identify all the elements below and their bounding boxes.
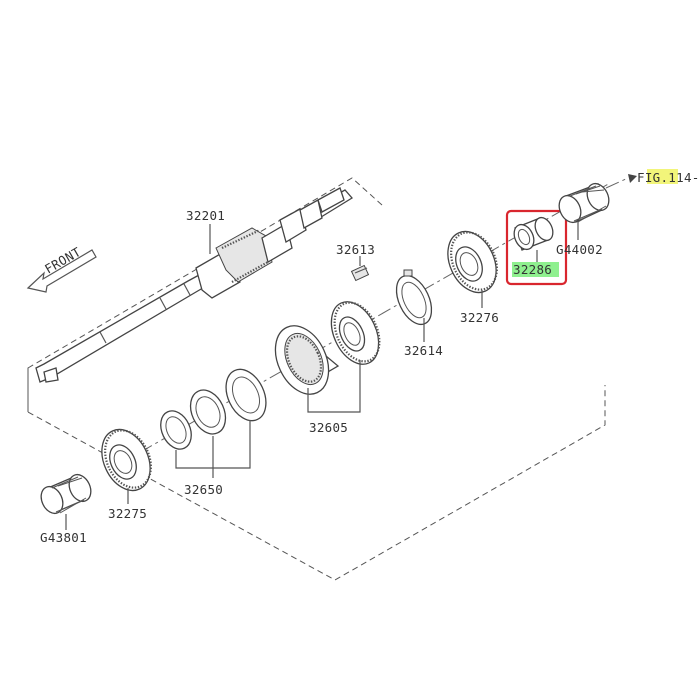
fig-ref-prefix: F [637, 170, 645, 185]
part-label-32614[interactable]: 32614 [404, 343, 443, 358]
fig-ref-arrow-icon [628, 174, 637, 183]
part-label-32275[interactable]: 32275 [108, 506, 147, 521]
assembly-outline [27, 177, 606, 581]
part-label-32286[interactable]: 32286 [513, 262, 552, 277]
needle-bearing-front[interactable] [37, 471, 95, 517]
synchro-ring-front[interactable] [389, 269, 438, 330]
part-label-32650[interactable]: 32650 [184, 482, 223, 497]
part-label-32276[interactable]: 32276 [460, 310, 499, 325]
synchro-ring-set[interactable] [155, 363, 274, 454]
part-label-32201[interactable]: 32201 [186, 208, 225, 223]
gear-32275[interactable] [93, 422, 160, 499]
part-label-32605[interactable]: 32605 [309, 420, 348, 435]
front-arrow-icon [26, 249, 97, 293]
fig-ref-link[interactable]: FIG.114-4 [637, 170, 700, 185]
gear-32276[interactable] [439, 224, 506, 301]
bushing-32286[interactable] [510, 215, 556, 253]
fig-ref-suffix: 4-4 [684, 170, 700, 185]
needle-bearing-rear[interactable] [555, 180, 613, 226]
fig-ref-highlight-text: IG.11 [645, 170, 684, 185]
front-label: FRONT [42, 244, 84, 277]
main-shaft[interactable] [35, 187, 353, 383]
part-label-32613[interactable]: 32613 [336, 242, 375, 257]
leader-32605 [307, 360, 361, 413]
synchro-hub[interactable] [322, 294, 388, 372]
part-label-G43801[interactable]: G43801 [40, 530, 87, 545]
part-label-G44002[interactable]: G44002 [556, 242, 603, 257]
key-part[interactable] [350, 264, 370, 282]
fig-ref-highlight [647, 169, 678, 184]
coupling-sleeve[interactable] [265, 317, 340, 403]
selected-label-highlight [512, 262, 559, 277]
fig-ref-arrow-line [605, 177, 629, 189]
selected-part-box [505, 209, 568, 286]
